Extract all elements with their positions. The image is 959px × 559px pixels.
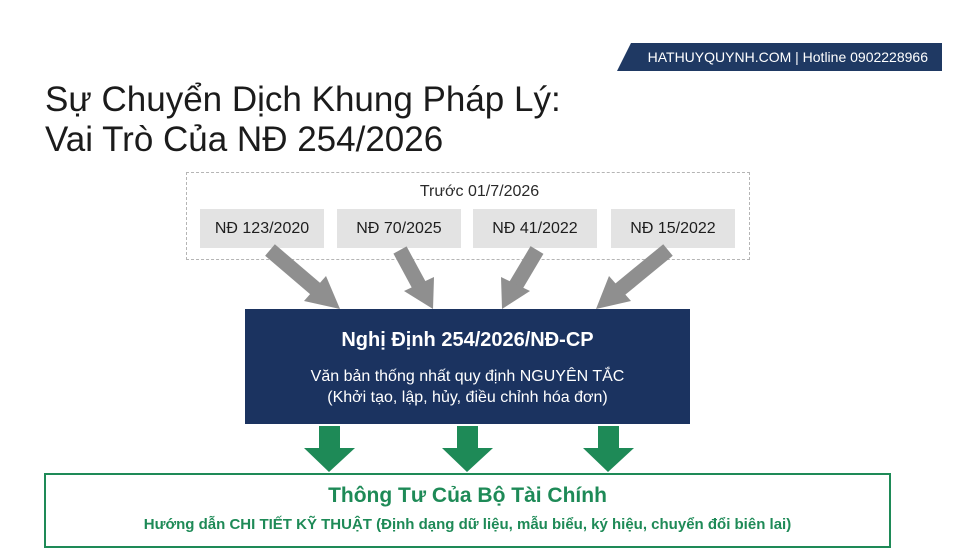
merge-arrow-1 bbox=[265, 244, 340, 309]
prior-decrees-group bbox=[186, 172, 750, 260]
decree-box-15-2022: NĐ 15/2022 bbox=[611, 209, 735, 248]
prior-date-label: Trước 01/7/2026 bbox=[419, 183, 540, 200]
main-decree-desc-line-2: (Khởi tạo, lập, hủy, điều chỉnh hóa đơn) bbox=[327, 389, 608, 406]
main-decree-box: Nghị Định 254/2026/NĐ-CP Văn bản thống n… bbox=[245, 309, 690, 424]
down-arrow-3 bbox=[583, 426, 634, 472]
page-title-line-1: Sự Chuyển Dịch Khung Pháp Lý: bbox=[45, 80, 561, 119]
circular-box: Thông Tư Của Bộ Tài Chính Hướng dẫn CHI … bbox=[44, 473, 891, 548]
page-title-line-2: Vai Trò Của NĐ 254/2026 bbox=[45, 120, 444, 159]
merge-arrow-2 bbox=[393, 246, 434, 309]
circular-title: Thông Tư Của Bộ Tài Chính bbox=[328, 484, 607, 507]
page-title: Sự Chuyển Dịch Khung Pháp Lý: Vai Trò Củ… bbox=[45, 80, 561, 160]
main-decree-desc-line-1: Văn bản thống nhất quy định NGUYÊN TẮC bbox=[310, 368, 625, 385]
circular-description: Hướng dẫn CHI TIẾT KỸ THUẬT (Định dạng d… bbox=[143, 516, 792, 533]
main-decree-description: Văn bản thống nhất quy định NGUYÊN TẮC (… bbox=[245, 366, 690, 408]
decree-box-123-2020: NĐ 123/2020 bbox=[200, 209, 324, 248]
merge-arrow-4 bbox=[596, 244, 673, 309]
decree-box-41-2022: NĐ 41/2022 bbox=[473, 209, 597, 248]
header-banner: HATHUYQUYNH.COM | Hotline 0902228966 bbox=[617, 43, 942, 71]
down-arrow-1 bbox=[304, 426, 355, 472]
merge-arrow-3 bbox=[501, 246, 544, 309]
main-decree-title: Nghị Định 254/2026/NĐ-CP bbox=[341, 329, 594, 351]
down-arrow-2 bbox=[442, 426, 493, 472]
decree-box-70-2025: NĐ 70/2025 bbox=[337, 209, 461, 248]
